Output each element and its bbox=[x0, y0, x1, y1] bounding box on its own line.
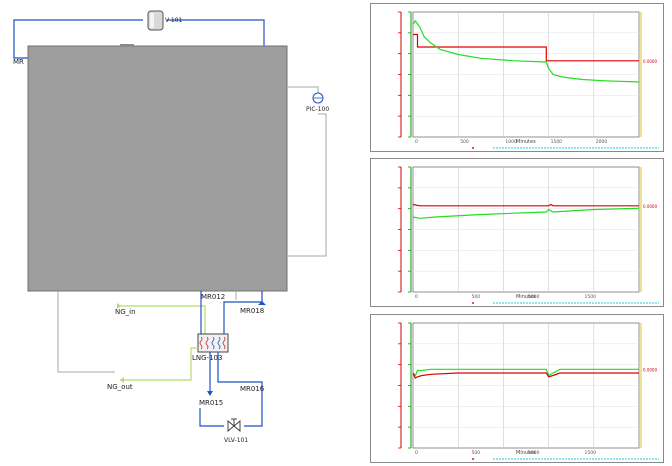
series-line-0 bbox=[412, 203, 639, 207]
valve-vlv101-icon[interactable] bbox=[227, 418, 241, 432]
separator-v101-icon[interactable] bbox=[147, 10, 164, 31]
pic100-controller-icon[interactable] bbox=[312, 92, 324, 104]
label-mr012: MR012 bbox=[201, 293, 225, 301]
lng103-exchanger-icon[interactable] bbox=[197, 333, 229, 353]
label-vlv101: VLV-101 bbox=[224, 437, 248, 444]
series-line-1 bbox=[412, 207, 640, 219]
label-ng-out: NG_out bbox=[107, 383, 133, 391]
right-value-tag: 0.0000 bbox=[643, 59, 657, 64]
x-tick-label: 1500 bbox=[585, 450, 597, 456]
x-tick-label: 0 bbox=[415, 450, 418, 456]
x-tick-label: 1500 bbox=[551, 139, 563, 145]
series-line-0 bbox=[412, 368, 639, 377]
strip-chart-2[interactable]: 0 500 1000 1500 Minutes 0.0000 bbox=[370, 158, 664, 307]
x-tick-label: 0 bbox=[415, 294, 418, 300]
right-value-tag: 0.0000 bbox=[643, 204, 657, 209]
mr016-stream[interactable] bbox=[199, 352, 263, 427]
time-marker bbox=[472, 147, 474, 149]
x-tick-label: 1000 bbox=[528, 294, 540, 300]
ng-out-stream[interactable] bbox=[120, 347, 198, 383]
label-v101: V-101 bbox=[165, 17, 183, 24]
x-axis-label: Minutes bbox=[516, 294, 536, 300]
strip-chart-3-svg: 0 500 1000 1500 Minutes 0.0000 bbox=[398, 322, 659, 460]
series-line-1 bbox=[412, 372, 639, 379]
label-mr016: MR016 bbox=[240, 385, 265, 393]
series-line-1 bbox=[412, 19, 640, 83]
x-tick-label: 0 bbox=[415, 139, 418, 145]
x-tick-label: 500 bbox=[472, 450, 481, 456]
x-tick-label: 1500 bbox=[585, 294, 597, 300]
top-recycle-stream[interactable] bbox=[13, 19, 265, 59]
strip-chart-1[interactable]: 0 500 1000 1500 2000 Minutes 0.0000 bbox=[370, 3, 664, 152]
pic-signal-line-lower bbox=[287, 113, 327, 257]
x-axis-label: Minutes bbox=[516, 139, 536, 145]
label-pic100: PIC-100 bbox=[306, 106, 329, 113]
x-axis-label: Minutes bbox=[516, 450, 536, 456]
x-tick-label: 1000 bbox=[505, 139, 517, 145]
label-mr018: MR018 bbox=[240, 307, 264, 315]
mr015-stream[interactable] bbox=[207, 352, 213, 396]
x-tick-label: 2000 bbox=[596, 139, 608, 145]
x-tick-label: 500 bbox=[460, 139, 469, 145]
strip-chart-3[interactable]: 0 500 1000 1500 Minutes 0.0000 bbox=[370, 314, 664, 463]
process-flowsheet: V-101 MR PIC-100 NG_in MR012 MR018 LNG-1… bbox=[13, 10, 329, 444]
label-lng103: LNG-103 bbox=[192, 354, 222, 362]
mr018-stream[interactable] bbox=[223, 291, 266, 336]
label-ng-in: NG_in bbox=[115, 308, 136, 316]
strip-chart-2-svg: 0 500 1000 1500 Minutes 0.0000 bbox=[398, 166, 659, 304]
x-tick-label: 500 bbox=[472, 294, 481, 300]
ng-in-stream[interactable] bbox=[117, 303, 206, 335]
time-marker bbox=[472, 302, 474, 304]
label-mr015: MR015 bbox=[199, 399, 223, 407]
label-mr-left: MR bbox=[13, 58, 24, 66]
flowsheet-gray-block bbox=[27, 45, 288, 292]
time-marker bbox=[472, 458, 474, 460]
x-tick-label: 1000 bbox=[528, 450, 540, 456]
right-value-tag: 0.0000 bbox=[643, 367, 657, 372]
strip-chart-1-svg: 0 500 1000 1500 2000 Minutes 0.0000 bbox=[398, 11, 659, 149]
series-line-0 bbox=[413, 33, 639, 62]
